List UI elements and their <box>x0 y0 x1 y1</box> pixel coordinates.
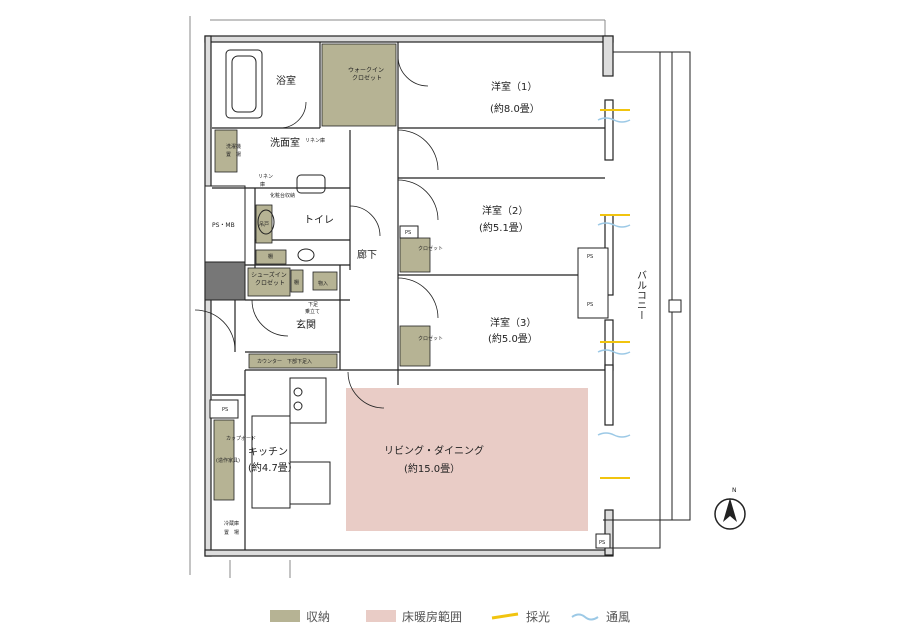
north-compass <box>714 498 746 530</box>
label-cabinet: 吊戸 <box>259 222 269 228</box>
label-western1-area: (約8.0畳） <box>490 102 540 115</box>
label-western1: 洋室（1） <box>491 80 537 93</box>
label-storage: 物入 <box>318 280 328 287</box>
ps-mb-block <box>204 185 246 267</box>
label-ps-5: PS <box>222 407 228 413</box>
label-ps-6: PS <box>599 540 605 546</box>
label-fridge1: 冷蔵庫 <box>224 520 239 527</box>
label-corridor: 廊下 <box>357 248 377 261</box>
outer-outline <box>189 16 606 578</box>
bath-fixtures <box>225 49 331 509</box>
label-linen2: リネン <box>258 174 273 180</box>
balcony-area <box>603 51 691 549</box>
daylight-swatch <box>491 612 519 620</box>
label-cabinet2: 棚 <box>268 253 273 260</box>
label-shoestand2: 乗立て <box>305 308 320 315</box>
label-ps-2: PS <box>405 230 411 236</box>
label-linen3: 庫 <box>260 181 265 188</box>
label-entrance: 玄関 <box>296 318 316 331</box>
label-kitchen: キッチン <box>248 446 288 458</box>
label-counter: カウンター 下部下足入 <box>257 358 312 365</box>
label-living: リビング・ダイニング <box>384 444 484 457</box>
label-shelf: 棚 <box>294 279 299 286</box>
label-closet2: クロゼット <box>418 245 443 252</box>
label-kitchen-area: (約4.7畳） <box>248 461 298 474</box>
label-toilet: トイレ <box>304 215 334 226</box>
legend-floor-heating-label: 床暖房範囲 <box>402 609 463 624</box>
label-shoestand1: 下足 <box>308 302 318 308</box>
label-ps-4: PS <box>587 302 593 308</box>
legend-ventilation: 通風 <box>570 606 630 626</box>
label-living-area: (約15.0畳） <box>404 462 460 475</box>
label-north: N <box>732 487 737 494</box>
label-linen1: リネン庫 <box>305 137 325 144</box>
label-fridge2: 置 場 <box>224 529 239 536</box>
label-western3: 洋室（3） <box>490 316 536 329</box>
label-washroom: 洗面室 <box>270 136 300 149</box>
label-ps-3: PS <box>587 254 593 260</box>
label-shoe2: クロゼット <box>255 279 285 287</box>
label-vanity: 化粧台収納 <box>270 192 295 199</box>
legend-daylight-label: 採光 <box>526 609 551 624</box>
legend-ventilation-label: 通風 <box>606 609 631 624</box>
legend: 収納 床暖房範囲 採光 通風 <box>270 606 650 626</box>
doors <box>194 55 439 409</box>
label-western2-area: (約5.1畳） <box>479 221 529 234</box>
label-wic: ウォークイン <box>348 66 384 74</box>
legend-daylight: 採光 <box>490 606 550 626</box>
legend-storage: 収納 <box>270 606 330 626</box>
label-western2: 洋室（2） <box>482 204 528 217</box>
label-cupboard2: (造作家具) <box>216 457 240 464</box>
walk-in-closet <box>321 43 397 127</box>
label-ps-mb: PS・MB <box>212 222 235 229</box>
ventilation-markers <box>597 117 631 438</box>
label-laundry1: 洗濯機 <box>226 143 241 150</box>
label-laundry2: 置 場 <box>226 151 241 158</box>
label-closet3: クロゼット <box>418 335 443 342</box>
label-bathroom: 浴室 <box>276 74 296 87</box>
floor-heating-area <box>346 388 588 531</box>
legend-storage-label: 収納 <box>306 609 331 624</box>
storage-swatch <box>270 610 300 622</box>
storage-areas <box>213 43 431 501</box>
ventilation-swatch <box>571 613 599 621</box>
ps-boxes <box>209 225 611 549</box>
legend-floor-heating: 床暖房範囲 <box>366 606 462 626</box>
label-wic2: クロゼット <box>352 74 382 82</box>
label-shoe1: シューズイン <box>251 271 287 279</box>
floor-heating-swatch <box>366 610 396 622</box>
daylight-markers <box>600 109 630 479</box>
interior-walls <box>212 42 605 550</box>
duct-block <box>204 261 246 301</box>
label-cupboard1: カップボード <box>226 435 256 442</box>
label-balcony: バルコニー <box>635 270 647 320</box>
label-western3-area: (約5.0畳） <box>488 332 538 345</box>
